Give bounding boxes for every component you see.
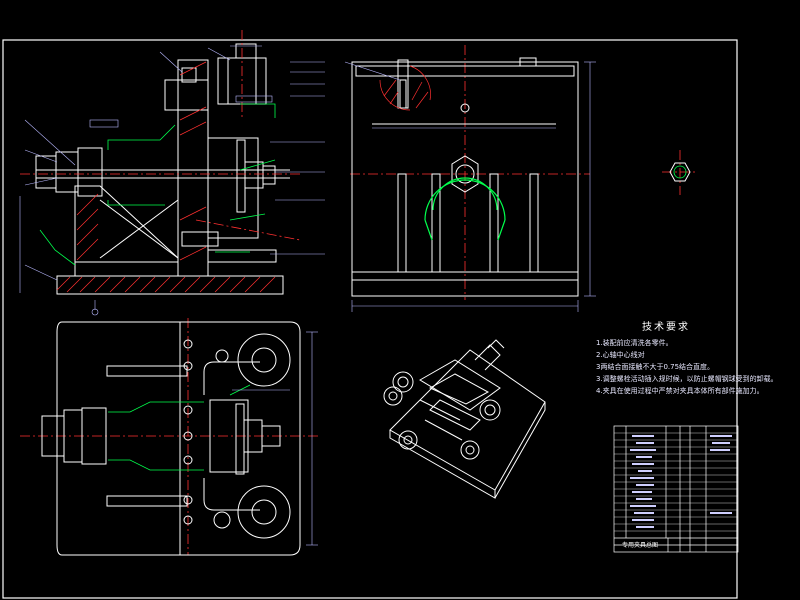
title-block-rows <box>614 432 738 532</box>
tech-requirement-5: 4.夹具在使用过程中严禁对夹具本体所有部件施加力。 <box>596 387 764 395</box>
tech-requirements-title: 技术要求 <box>642 322 690 333</box>
dimension-lines <box>19 45 325 316</box>
tech-requirement-3: 3两结合面接触不大于0.75结合直度。 <box>596 363 715 371</box>
top-view-leaders <box>108 384 251 471</box>
side-view-hatch <box>379 65 431 111</box>
side-view-wheel <box>424 177 506 241</box>
title-block-fill <box>630 435 732 528</box>
hex-detail <box>669 162 691 182</box>
isometric-view <box>383 339 546 499</box>
top-view-dims <box>232 331 318 546</box>
drawing-frame <box>2 39 738 599</box>
side-view-dims <box>344 61 596 312</box>
tech-requirement-4: 3.调整螺栓活动插入规时候，以防止螺帽钢球受到的卸载。 <box>596 375 778 383</box>
centerlines <box>20 30 698 555</box>
tech-requirement-2: 2.心轴中心线对 <box>596 351 645 359</box>
technical-requirements: 技术要求 1.装配前应清洗各零件。 2.心轴中心线对 3两结合面接触不大于0.7… <box>596 318 800 397</box>
title-block-name: 专用夹具总图 <box>622 542 659 549</box>
leader-lines <box>39 103 276 266</box>
tech-requirement-1: 1.装配前应清洗各零件。 <box>596 339 673 347</box>
front-section-view <box>35 43 290 295</box>
side-view <box>351 57 579 297</box>
section-hatching <box>56 61 276 293</box>
top-view <box>41 321 301 556</box>
